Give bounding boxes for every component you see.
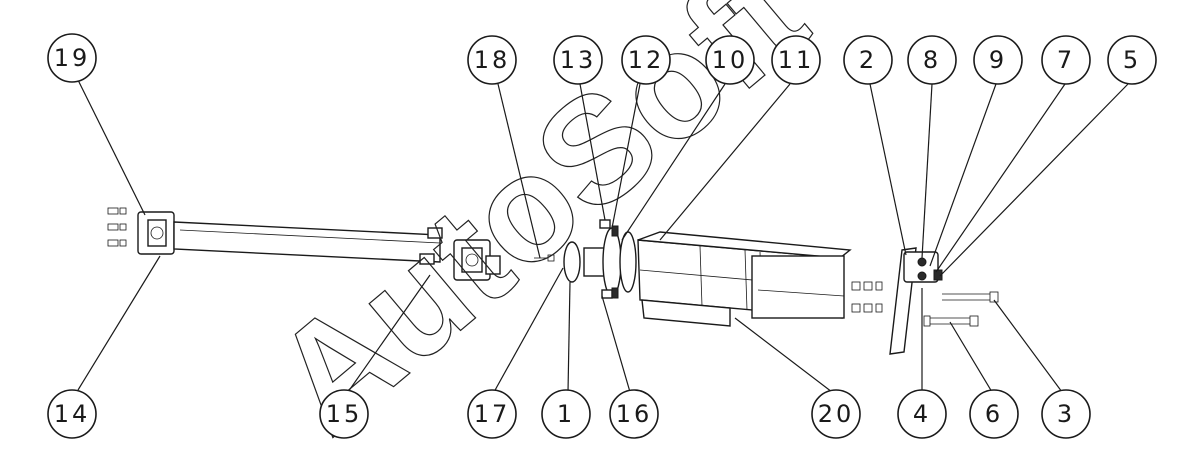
svg-text:15: 15: [326, 400, 363, 428]
svg-text:12: 12: [628, 46, 665, 74]
balloon-9: 9: [973, 35, 1023, 85]
svg-text:18: 18: [474, 46, 511, 74]
balloon-7: 7: [1041, 35, 1091, 85]
svg-text:16: 16: [616, 400, 653, 428]
balloon-13: 13: [553, 35, 603, 85]
svg-text:17: 17: [474, 400, 511, 428]
svg-text:11: 11: [778, 46, 815, 74]
svg-text:4: 4: [913, 400, 931, 428]
balloon-2: 2: [843, 35, 893, 85]
svg-text:8: 8: [923, 46, 941, 74]
balloon-11: 11: [771, 35, 821, 85]
motor-bolts: [851, 281, 883, 313]
balloon-6: 6: [969, 389, 1019, 439]
balloon-1: 1: [541, 389, 591, 439]
svg-text:13: 13: [560, 46, 597, 74]
svg-text:3: 3: [1057, 400, 1075, 428]
svg-text:1: 1: [557, 400, 575, 428]
leader-lines: [77, 79, 1129, 393]
balloon-3: 3: [1041, 389, 1091, 439]
balloon-8: 8: [907, 35, 957, 85]
balloon-5: 5: [1107, 35, 1157, 85]
svg-text:10: 10: [712, 46, 749, 74]
balloon-12: 12: [621, 35, 671, 85]
svg-text:6: 6: [985, 400, 1003, 428]
balloon-17: 17: [467, 389, 517, 439]
svg-text:9: 9: [989, 46, 1007, 74]
svg-text:5: 5: [1123, 46, 1141, 74]
svg-text:19: 19: [54, 44, 91, 72]
drive-shaft: [107, 207, 501, 281]
balloon-15: 15: [319, 389, 369, 439]
balloon-14: 14: [47, 389, 97, 439]
svg-text:20: 20: [818, 400, 855, 428]
balloon-20: 20: [811, 389, 861, 439]
balloon-10: 10: [705, 35, 755, 85]
balloon-4: 4: [897, 389, 947, 439]
balloon-19: 19: [47, 33, 97, 83]
svg-text:2: 2: [859, 46, 877, 74]
motor: [637, 231, 852, 327]
balloon-18: 18: [467, 35, 517, 85]
svg-text:7: 7: [1057, 46, 1075, 74]
balloon-16: 16: [609, 389, 659, 439]
bracket-plate: [889, 247, 999, 355]
coupling-group: [534, 219, 637, 299]
svg-text:14: 14: [54, 400, 91, 428]
